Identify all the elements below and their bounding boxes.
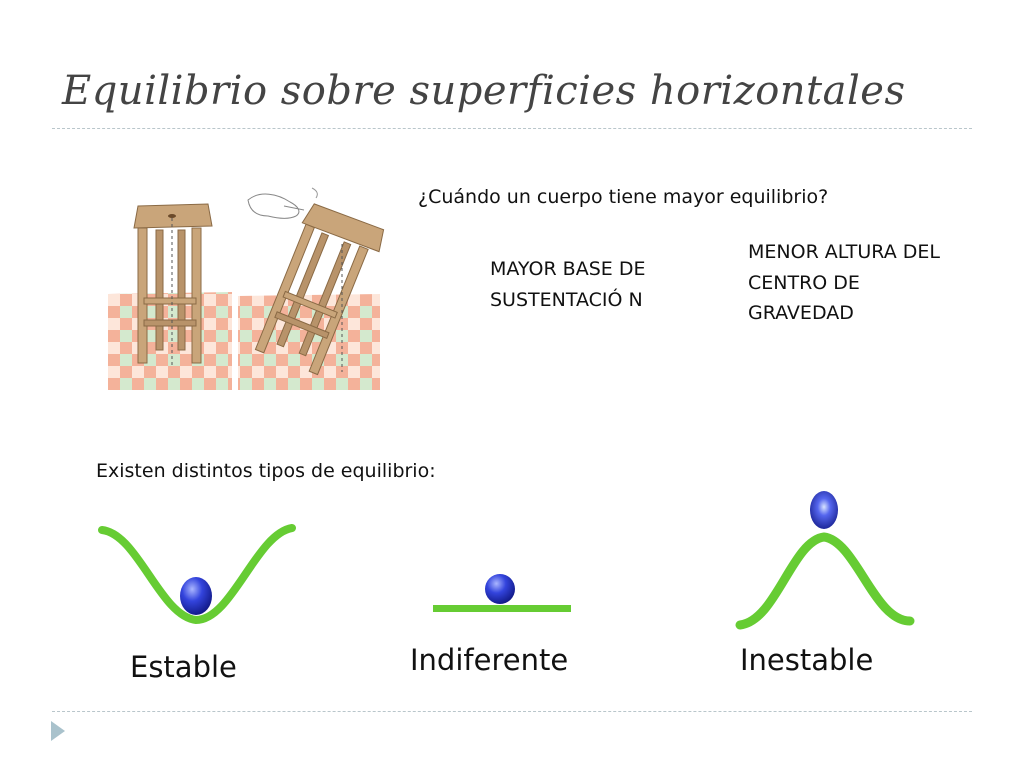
stable-equilibrium-diagram: [98, 524, 296, 625]
indifferent-equilibrium-diagram: [433, 574, 571, 612]
title-divider: [52, 128, 972, 129]
stable-ball: [180, 577, 212, 615]
label-indiferente: Indiferente: [410, 643, 569, 677]
tipos-intro-text: Existen distintos tipos de equilibrio:: [96, 460, 436, 482]
menor-altura-text: MENOR ALTURA DEL CENTRO DE GRAVEDAD: [748, 241, 940, 324]
indifferent-ball: [485, 574, 515, 604]
label-estable: Estable: [130, 650, 237, 684]
slide-title: Equilibrio sobre superficies horizontale…: [62, 68, 906, 114]
play-triangle-icon[interactable]: [50, 720, 66, 742]
unstable-ball: [810, 491, 838, 529]
label-inestable: Inestable: [740, 643, 874, 677]
stool-illustration: [108, 187, 385, 390]
question-text: ¿Cuándo un cuerpo tiene mayor equilibrio…: [418, 186, 829, 208]
mayor-base-text: MAYOR BASE DE SUSTENTACIÓ N: [490, 258, 646, 311]
unstable-equilibrium-diagram: [735, 491, 915, 630]
footer-divider: [52, 711, 972, 712]
